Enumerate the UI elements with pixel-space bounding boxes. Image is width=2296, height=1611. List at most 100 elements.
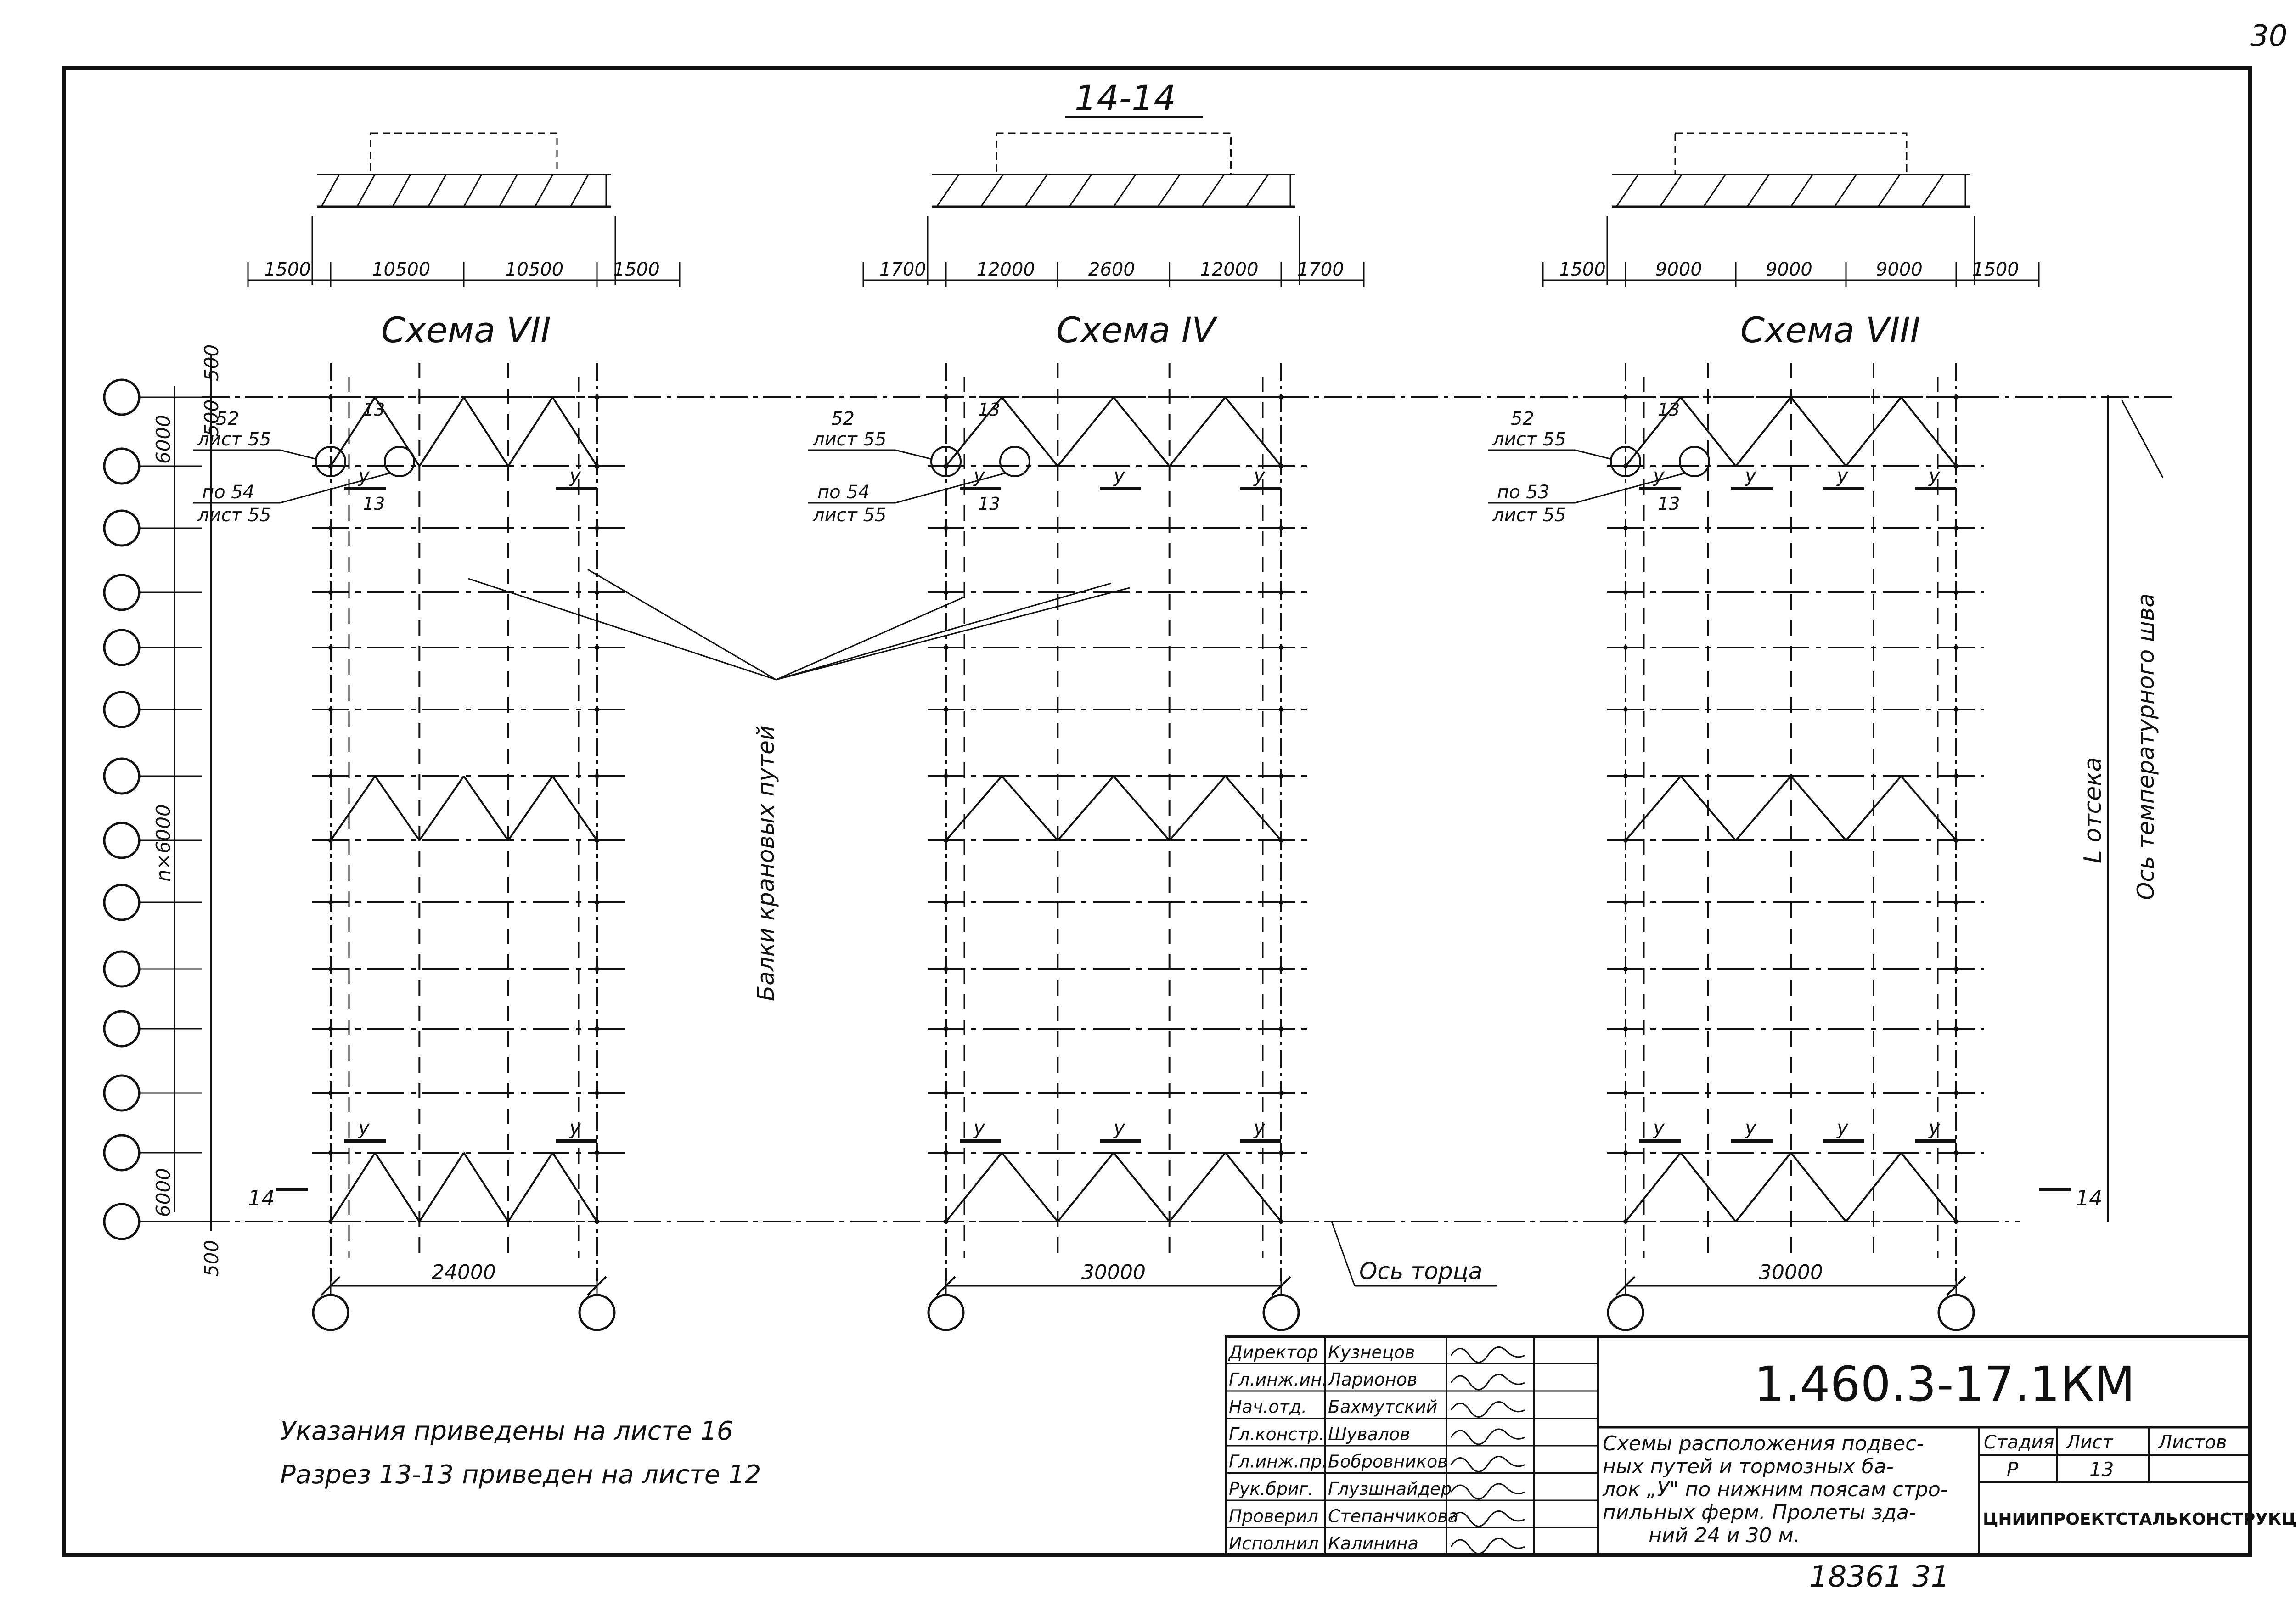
section-mark: 13 <box>978 400 1000 420</box>
node <box>595 526 599 530</box>
brace <box>1224 396 1282 467</box>
callout-leader <box>1575 472 1686 504</box>
section-cut-right: 14 <box>2076 1186 2103 1211</box>
brake-beam-label: у <box>1652 464 1665 487</box>
sketch-web <box>428 174 447 207</box>
node <box>1954 645 1958 650</box>
node <box>1954 1026 1958 1031</box>
staff-role: Гл.констр. <box>1229 1424 1324 1444</box>
node <box>1279 707 1283 712</box>
span-dim-value: 24000 <box>432 1261 496 1284</box>
desc-4: пильных ферм. Пролеты зда- <box>1603 1501 1916 1524</box>
node <box>1954 774 1958 778</box>
brace <box>418 775 465 841</box>
node <box>595 590 599 595</box>
node <box>944 774 948 778</box>
brake-beam-label: у <box>357 464 370 487</box>
sketch-web <box>392 174 411 207</box>
brake-beam-label: у <box>1744 1116 1757 1139</box>
brace <box>1735 396 1792 467</box>
axis-bubble <box>103 757 141 795</box>
node <box>328 1026 333 1031</box>
sketch-web <box>1659 174 1683 207</box>
node <box>328 967 333 971</box>
brace <box>1057 775 1114 841</box>
staff-name: Бобровников <box>1328 1452 1448 1472</box>
organization: ЦНИИПРОЕКТСТАЛЬКОНСТРУКЦИЯ <box>1983 1510 2296 1529</box>
brace <box>1845 1152 1902 1222</box>
axis-bubble <box>103 884 141 921</box>
node <box>595 774 599 778</box>
node <box>1954 1150 1958 1155</box>
section-dim-value: 12000 <box>1200 259 1258 280</box>
callout-num: 52 <box>1511 408 1534 429</box>
staff-role: Рук.бриг. <box>1229 1479 1314 1499</box>
detail-circle <box>384 446 415 477</box>
beam-label: Балки крановых путей <box>753 726 779 1001</box>
callout-num: 52 <box>216 408 239 429</box>
detail-circle <box>999 446 1030 477</box>
brake-beam-label: у <box>357 1116 370 1139</box>
scheme-title-iv: Схема IV <box>1056 310 1218 350</box>
staff-role: Исполнил <box>1229 1533 1319 1554</box>
node <box>1623 590 1628 595</box>
node <box>1623 1091 1628 1095</box>
axis-bubble <box>103 447 141 485</box>
brace <box>1625 1152 1682 1222</box>
doc-code: 1.460.3-17.1КМ <box>1754 1356 2135 1412</box>
span-dim-value: 30000 <box>1081 1261 1146 1284</box>
callout-leader <box>280 472 391 504</box>
note-1: Указания приведены на листе 16 <box>280 1416 733 1446</box>
node <box>328 1091 333 1095</box>
node <box>328 590 333 595</box>
beam-leaders <box>468 569 1130 681</box>
dim-mid: n×6000 <box>152 804 174 882</box>
detail-circle <box>315 446 346 477</box>
desc-5: ний 24 и 30 м. <box>1649 1524 1800 1547</box>
drawing-frame <box>62 66 2252 1557</box>
signature <box>1450 1428 1525 1445</box>
node <box>1954 590 1958 595</box>
node <box>1623 967 1628 971</box>
brake-beam-label: у <box>1836 464 1849 487</box>
staff-role: Нач.отд. <box>1229 1397 1307 1417</box>
node <box>944 707 948 712</box>
staff-role: Директор <box>1228 1342 1318 1363</box>
axis-bubble <box>103 1010 141 1048</box>
node <box>595 967 599 971</box>
section-title: 14-14 <box>1075 78 1176 118</box>
brace <box>945 775 1003 841</box>
node <box>1954 900 1958 905</box>
section-dim-value: 1500 <box>1972 259 2019 280</box>
axis-bubble <box>103 950 141 988</box>
signature <box>1450 1401 1525 1418</box>
brace <box>945 396 1003 467</box>
node <box>1954 526 1958 530</box>
axis-temp-label: Ось температурного шва <box>2133 593 2159 900</box>
staff-name: Глузшнайдер <box>1328 1479 1452 1499</box>
detail-circle <box>1679 446 1710 477</box>
node <box>328 645 333 650</box>
brace <box>418 1152 465 1222</box>
node <box>1954 395 1958 400</box>
node <box>944 1150 948 1155</box>
callout-sheet: лист 55 <box>197 505 271 526</box>
brake-beam-label: у <box>568 464 581 487</box>
sketch-web <box>534 174 554 207</box>
column-axis-bubble <box>1937 1294 1975 1331</box>
staff-name: Степанчикова <box>1328 1506 1458 1527</box>
brace <box>1680 1152 1737 1222</box>
note-2: Разрез 13-13 приведен на листе 12 <box>280 1460 761 1490</box>
sketch-web <box>570 174 589 207</box>
brace <box>507 775 553 841</box>
section-dim-value: 10500 <box>505 259 563 280</box>
node <box>1623 526 1628 530</box>
node <box>1279 1150 1283 1155</box>
sketch-web <box>1703 174 1726 207</box>
staff-role: Гл.инж.пр. <box>1229 1452 1327 1472</box>
sketch-web <box>1834 174 1857 207</box>
brace <box>1169 396 1226 467</box>
staff-role: Проверил <box>1229 1506 1318 1527</box>
